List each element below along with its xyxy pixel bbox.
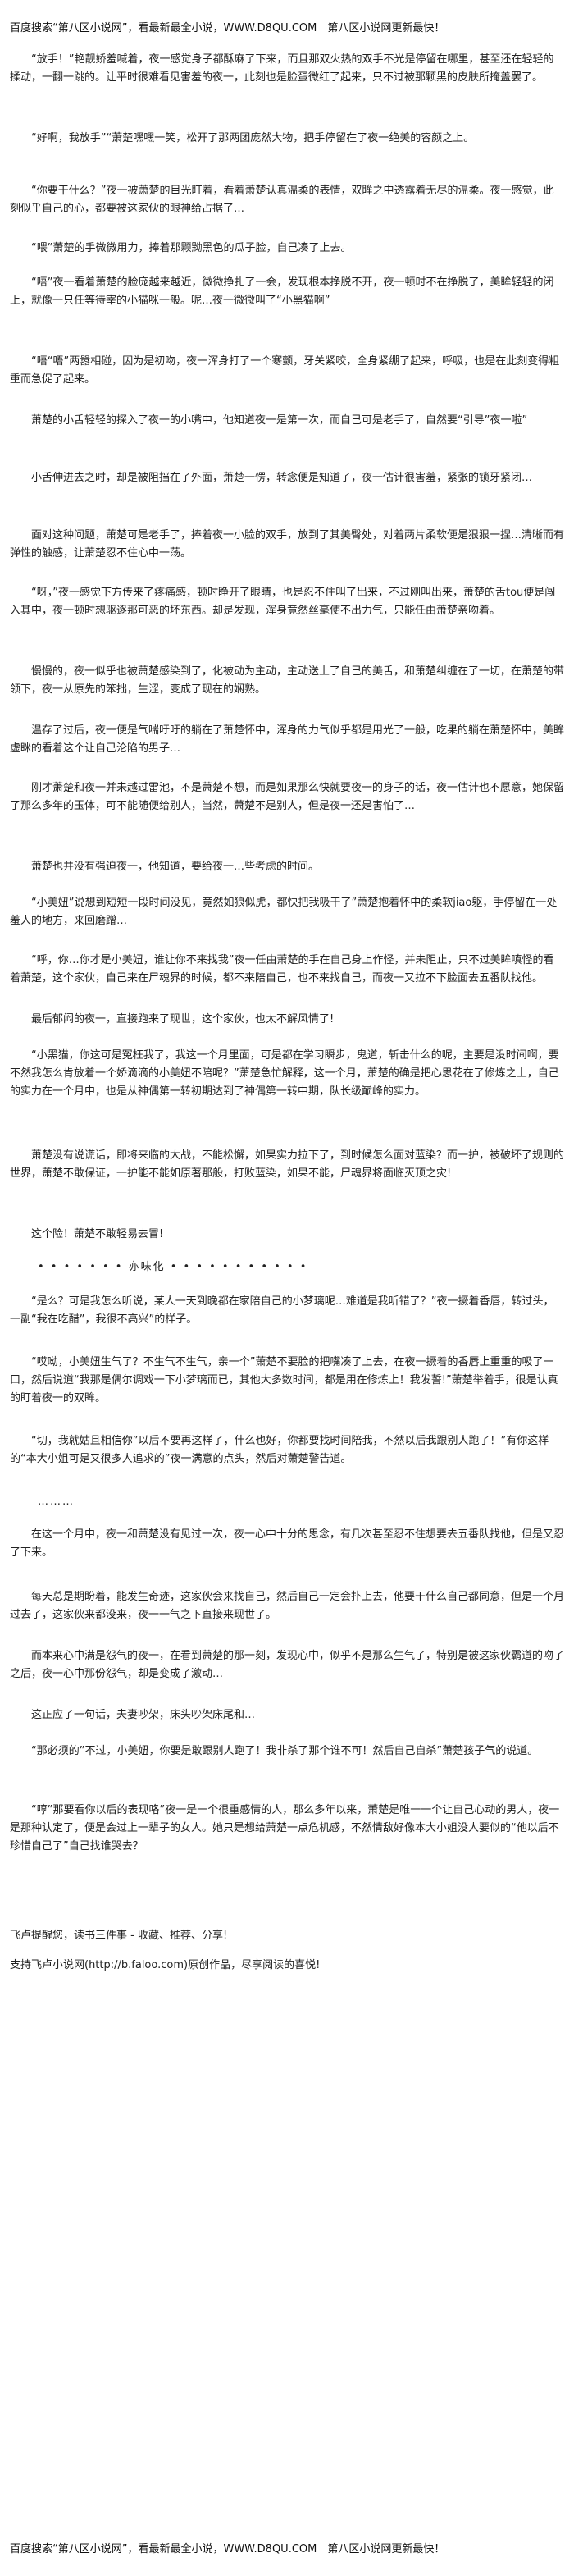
paragraph-15: “小美妞”说想到短短一段时间没见，竟然如狼似虎，都快把我吸干了”萧楚抱着怀中的柔… (10, 897, 558, 927)
paragraph-7: 萧楚的小舌轻轻的探入了夜一的小嘴中，他知道夜一是第一次，而自己可是老手了，自然要… (31, 414, 528, 427)
paragraph-18: “小黑猫，你这可是冤枉我了，我这一个月里面，可是都在学习瞬步，鬼道，斩击什么的呢… (10, 1049, 559, 1098)
header-notice[interactable]: 百度搜索“第八区小说网”，看最新最全小说，WWW.D8QU.COM 第八区小说网… (10, 22, 445, 34)
footer-notice[interactable]: 百度搜索“第八区小说网”，看最新最全小说，WWW.D8QU.COM 第八区小说网… (10, 2543, 445, 2555)
paragraph-9: 面对这种问题，萧楚可是老手了，捧着夜一小脸的双手，放到了其美臀处，对着两片柔软便… (10, 529, 565, 560)
paragraph-4: “喂”萧楚的手微微用力，捧着那颗黝黑色的瓜子脸，自己凑了上去。 (31, 242, 352, 254)
paragraph-8: 小舌伸进去之时，却是被阻挡在了外面，萧楚一愣，转念便是知道了，夜一估计很害羞，紧… (31, 472, 533, 484)
support-link[interactable]: 支持飞卢小说网(http://b.faloo.com)原创作品，尽享阅读的喜悦! (10, 1959, 321, 1971)
paragraph-20: 这个险！萧楚不敢轻易去冒! (31, 1228, 164, 1240)
paragraph-22: “哎呦，小美妞生气了？不生气不生气，亲一个”萧楚不要脸的把嘴凑了上去，在夜一撅着… (10, 1356, 558, 1404)
paragraph-29: “哼”那要看你以后的表现咯”夜一是一个很重感情的人，那么多年以来，萧楚是唯一一个… (10, 1804, 560, 1852)
closing-reminder: 飞卢提醒您，读书三件事 - 收藏、推荐、分享! (10, 1930, 228, 1942)
paragraph-26: 而本来心中满是怨气的夜一，在看到萧楚的那一刻，发现心中，似乎不是那么生气了，特别… (10, 1650, 565, 1680)
paragraph-17: 最后郁闷的夜一，直接跑来了现世，这个家伙，也太不解风情了! (31, 1013, 335, 1025)
paragraph-5: “唔”夜一看着萧楚的脸庞越来越近，微微挣扎了一会，发现根本挣脱不开，夜一顿时不在… (10, 276, 554, 307)
paragraph-25: 每天总是期盼着，能发生奇迹，这家伙会来找自己，然后自己一定会扑上去，他要干什么自… (10, 1591, 565, 1621)
paragraph-1: “放手！”艳靓娇羞喊着，夜一感觉身子都酥麻了下来，而且那双火热的双手不光是停留在… (10, 53, 554, 84)
star-separator: • • • • • • • 亦味化 • • • • • • • • • • • (38, 1261, 308, 1273)
paragraph-6: “唔“唔”两嚣相碰，因为是初吻，夜一浑身打了一个寒颤，牙关紧咬，全身紧绷了起来，… (10, 355, 560, 386)
paragraph-12: 温存了过后，夜一便是气喘吁吁的躺在了萧楚怀中，浑身的力气似乎都是用光了一般，吃果… (10, 724, 565, 755)
paragraph-11: 慢慢的，夜一似乎也被萧楚感染到了，化被动为主动，主动送上了自己的美舌，和萧楚纠缠… (10, 665, 565, 696)
paragraph-24: 在这一个月中，夜一和萧楚没有见过一次，夜一心中十分的思念，有几次甚至忍不住想要去… (10, 1528, 565, 1559)
paragraph-2: “好啊，我放手”“萧楚嘿嘿一笑，松开了那两团庞然大物，把手停留在了夜一绝美的容颜… (31, 132, 475, 144)
paragraph-19: 萧楚没有说谎话，即将来临的大战，不能松懈，如果实力拉下了，到时候怎么面对蓝染？而… (10, 1149, 565, 1180)
paragraph-10: “呀，”夜一感觉下方传来了疼痛感，顿时睁开了眼睛，也是忍不住叫了出来，不过刚叫出… (10, 587, 556, 617)
dot-separator: ……… (38, 1496, 75, 1508)
paragraph-13: 刚才萧楚和夜一并未越过雷池，不是萧楚不想，而是如果那么快就要夜一的身子的话，夜一… (10, 782, 565, 812)
paragraph-27: 这正应了一句话，夫妻吵架，床头吵架床尾和… (31, 1709, 256, 1721)
paragraph-3: “你要干什么？”夜一被萧楚的目光盯着，看着萧楚认真温柔的表情，双眸之中透露着无尽… (10, 185, 554, 215)
paragraph-16: “呼，你…你才是小美妞，谁让你不来找我”夜一任由萧楚的手在自己身上作怪，并未阻止… (10, 954, 554, 984)
paragraph-14: 萧楚也并没有强迫夜一，他知道，要给夜一…些考虑的时间。 (31, 861, 320, 873)
paragraph-28: “那必须的”不过，小美妞，你要是敢跟别人跑了！我非杀了那个谁不可！然后自己自杀”… (31, 1745, 539, 1757)
paragraph-23: “切，我就姑且相信你”以后不要再这样了，什么也好，你都要找时间陪我，不然以后我跟… (10, 1435, 549, 1465)
paragraph-21: “是么？可是我怎么听说，某人一天到晚都在家陪自己的小梦璃呢…难道是我听错了？”夜… (10, 1295, 554, 1326)
